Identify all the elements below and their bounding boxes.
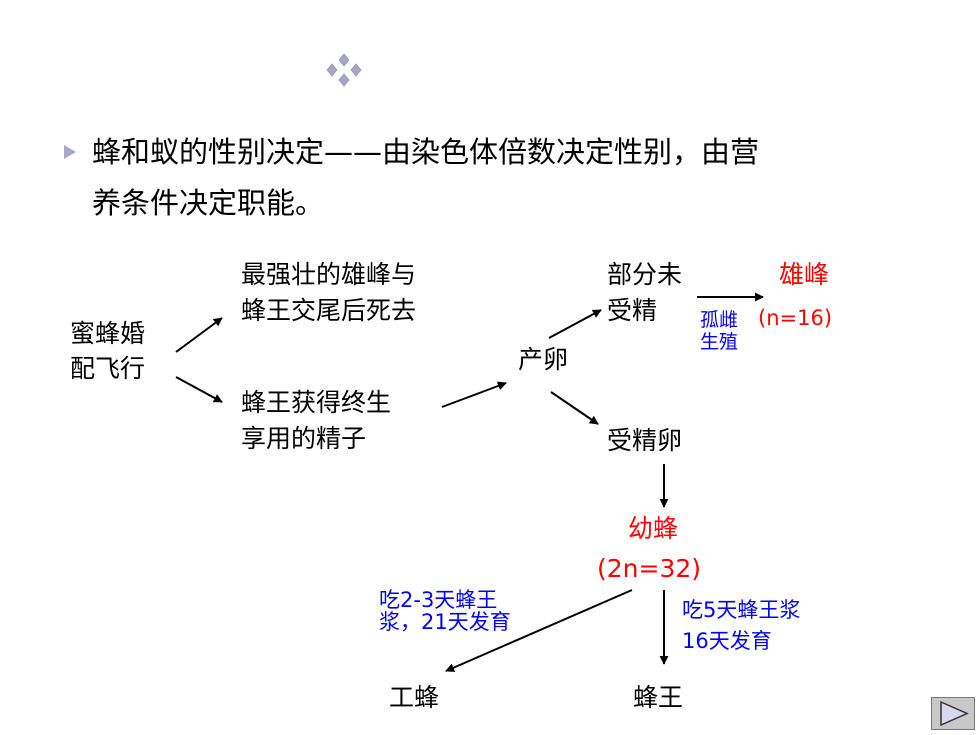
drone-ploidy: (n=16) (758, 306, 833, 330)
arrow-flight-to-queen-sperm (175, 376, 223, 403)
heading-line-2: 养条件决定职能。 (92, 186, 325, 220)
queen-feeding-line-1: 吃5天蜂王浆 (682, 598, 801, 622)
unfertilized-line-2: 受精 (607, 296, 658, 325)
lay-eggs-label: 产卵 (518, 345, 569, 374)
play-triangle-icon (940, 700, 969, 727)
triangle-bullet-icon (64, 145, 76, 159)
next-slide-button[interactable] (931, 697, 975, 730)
drone-dies-line-2: 蜂王交尾后死去 (241, 296, 417, 325)
unfertilized-line-1: 部分未 (607, 260, 683, 289)
arrow-lay-to-unfertilized (548, 309, 602, 339)
arrow-lay-to-fertilized (550, 391, 599, 425)
queen-feeding-line-2: 16天发育 (682, 629, 772, 653)
drone-label: 雄峰 (779, 260, 830, 289)
drone-dies-line-1: 最强壮的雄峰与 (241, 260, 417, 289)
arrow-larva-to-worker (445, 589, 633, 672)
heading-line-1: 蜂和蚁的性别决定——由染色体倍数决定性别，由营 (92, 135, 760, 169)
parthenogenesis-line-1: 孤雌 (700, 309, 739, 331)
four-diamond-icon (326, 53, 362, 87)
worker-bee-label: 工蜂 (389, 683, 440, 712)
queen-sperm-line-1: 蜂王获得终生 (241, 388, 392, 417)
worker-feeding-line-1: 吃2-3天蜂王 (379, 588, 498, 612)
queen-sperm-line-2: 享用的精子 (241, 424, 367, 453)
fertilized-egg-label: 受精卵 (607, 426, 683, 455)
larva-label: 幼蜂 (628, 514, 679, 543)
worker-feeding-line-2: 浆，21天发育 (379, 610, 511, 634)
arrow-sperm-to-lay-eggs (441, 381, 507, 408)
queen-bee-label: 蜂王 (633, 683, 684, 712)
larva-ploidy: (2n=32) (597, 554, 702, 583)
start-label-line-2: 配飞行 (70, 354, 146, 383)
start-label-line-1: 蜜蜂婚 (70, 319, 146, 348)
parthenogenesis-line-2: 生殖 (700, 331, 739, 353)
arrow-flight-to-drone-death (175, 317, 223, 353)
